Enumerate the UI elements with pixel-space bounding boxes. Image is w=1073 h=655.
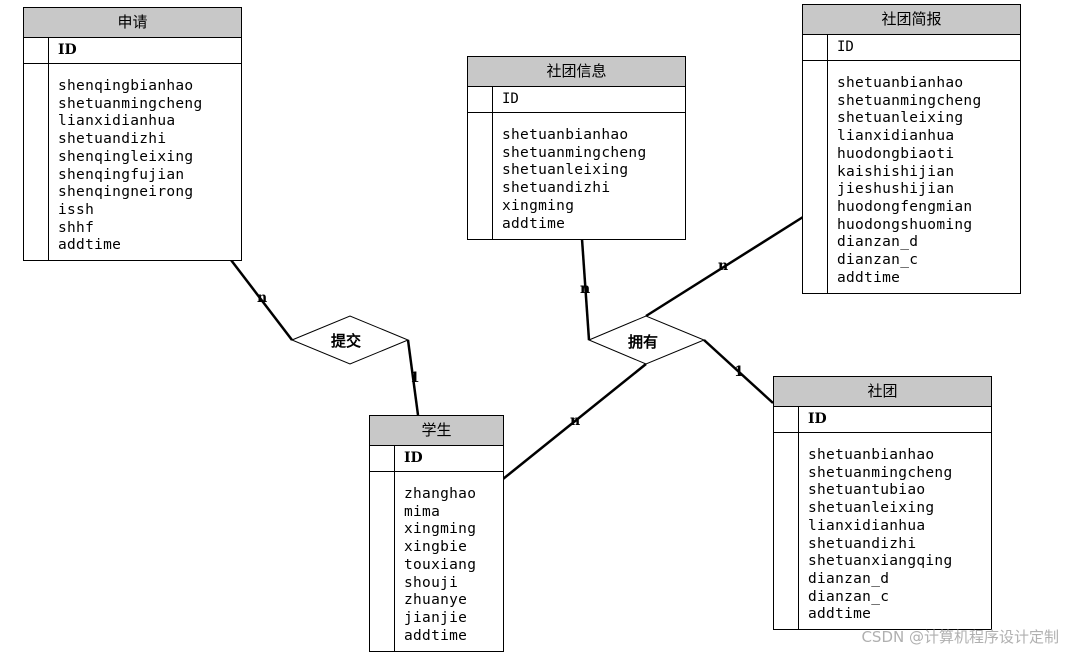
line-xinxi-yongyou <box>580 238 591 341</box>
primary-key: ID <box>58 42 77 58</box>
field-name: shenqingbianhao <box>58 78 194 94</box>
primary-key-row: ID <box>24 38 241 64</box>
gutter-line <box>798 406 799 629</box>
field-name: shenqingleixing <box>58 148 194 165</box>
diamond-yongyou <box>587 315 706 365</box>
relation-label-yongyou: 拥有 <box>628 333 659 351</box>
field-name: shetuanxiangqing <box>808 553 953 570</box>
field-name: zhanghao <box>404 486 477 502</box>
entity-title: 学生 <box>370 416 503 446</box>
field-name: addtime <box>502 215 566 232</box>
cardinality-shenqing: n <box>257 290 268 306</box>
cardinality-xinxi: n <box>580 281 591 297</box>
primary-key: ID <box>502 91 519 107</box>
field-name: jieshushijian <box>837 181 955 198</box>
field-name: shetuandizhi <box>502 180 611 197</box>
cardinality-jianbao: n <box>718 258 729 274</box>
gutter-line <box>827 34 828 293</box>
field-name: shetuanmingcheng <box>837 92 982 109</box>
cardinality-xuesheng-yongyou: n <box>570 413 581 429</box>
primary-key: ID <box>404 450 423 466</box>
line-tijiao-xuesheng <box>406 339 420 416</box>
gutter-line <box>48 37 49 260</box>
field-name: shhf <box>58 219 95 236</box>
field-name: shetuanbianhao <box>808 447 935 463</box>
field-name: lianxidianhua <box>808 517 926 534</box>
field-name: shetuanleixing <box>808 500 935 517</box>
field-name: dianzan_d <box>837 234 919 251</box>
line-yongyou-shetuan <box>703 339 774 404</box>
cardinality-xuesheng-tijiao: 1 <box>410 370 420 386</box>
field-name: issh <box>58 201 95 218</box>
entity-title: 社团 <box>774 377 991 407</box>
field-name: dianzan_c <box>837 252 919 269</box>
field-name: kaishishijian <box>837 163 955 180</box>
primary-key-row: ID <box>774 407 991 433</box>
field-name: addtime <box>58 237 122 254</box>
primary-key: ID <box>808 411 827 427</box>
watermark: CSDN @计算机程序设计定制 <box>861 628 1059 646</box>
field-name: lianxidianhua <box>58 113 176 130</box>
field-name: jianjie <box>404 609 468 626</box>
entity-title: 申请 <box>24 8 241 38</box>
field-name: shetuanbianhao <box>502 127 629 143</box>
field-name: shetuanbianhao <box>837 75 964 91</box>
primary-key-row: ID <box>803 35 1020 61</box>
field-name: shenqingfujian <box>58 166 185 183</box>
field-name: huodongbiaoti <box>837 145 955 162</box>
field-name: shenqingneirong <box>58 184 194 201</box>
field-name: shetuanmingcheng <box>808 464 953 481</box>
cardinality-shetuan: 1 <box>734 364 744 380</box>
gutter-line <box>492 86 493 239</box>
primary-key-row: ID <box>468 87 685 113</box>
diamond-tijiao <box>290 315 410 365</box>
line-shenqing-tijiao <box>230 259 293 341</box>
field-name: lianxidianhua <box>837 128 955 145</box>
line-yongyou-xuesheng <box>502 363 647 480</box>
field-name: shetuanmingcheng <box>502 144 647 161</box>
field-name: xingming <box>502 197 575 214</box>
field-name: shetuandizhi <box>808 535 917 552</box>
field-name: touxiang <box>404 556 477 573</box>
field-name: shouji <box>404 574 459 591</box>
field-name: xingbie <box>404 539 468 556</box>
field-name: shetuanmingcheng <box>58 95 203 112</box>
primary-key-row: ID <box>370 446 503 472</box>
field-name: mima <box>404 503 441 520</box>
field-name: shetuanleixing <box>837 110 964 127</box>
field-name: zhuanye <box>404 592 468 609</box>
field-name: shetuantubiao <box>808 482 926 499</box>
line-jianbao-yongyou <box>645 215 804 318</box>
field-name: addtime <box>404 627 468 644</box>
field-name: dianzan_c <box>808 588 890 605</box>
field-name: huodongshuoming <box>837 216 973 233</box>
entity-title: 社团简报 <box>803 5 1020 35</box>
entity-title: 社团信息 <box>468 57 685 87</box>
gutter-line <box>394 445 395 651</box>
field-name: huodongfengmian <box>837 198 973 215</box>
relation-label-tijiao: 提交 <box>331 332 362 350</box>
field-name: shetuandizhi <box>58 131 167 148</box>
field-name: shetuanleixing <box>502 162 629 179</box>
field-name: addtime <box>837 269 901 286</box>
field-name: addtime <box>808 606 872 623</box>
primary-key: ID <box>837 39 854 55</box>
field-name: dianzan_d <box>808 570 890 587</box>
field-name: xingming <box>404 521 477 538</box>
